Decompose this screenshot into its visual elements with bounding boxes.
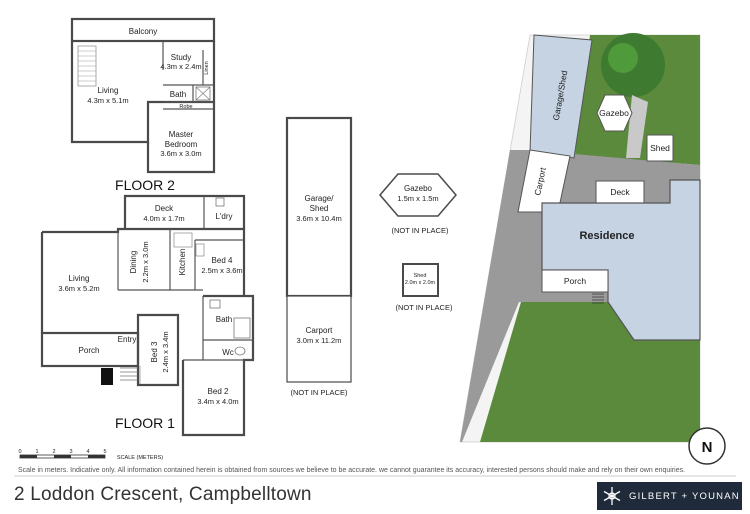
floor1-porch-label: Porch [79,346,100,355]
outbuilding-garage: Garage/ Shed 3.6m x 10.4m Carport 3.0m x… [285,116,353,397]
agency-logo: GILBERT + YOUNAN [597,482,742,510]
site-garage-shed [529,34,593,159]
site-residence-label: Residence [579,230,634,242]
floor2-master-outline [146,102,216,174]
floor2-linen-label: Linen [204,61,210,74]
site-plan: Garage/Shed Gazebo Shed Carport Deck Res… [459,33,701,443]
floor1-bed4-label: Bed 4 [212,256,233,265]
site-porch [541,269,609,293]
gazebo-note: (NOT IN PLACE) [392,226,449,235]
outbuilding-gazebo-shed: Gazebo 1.5m x 1.5m (NOT IN PLACE) Shed 2… [379,173,457,312]
disclaimer-text: Scale in meters. Indicative only. All in… [18,467,686,474]
floor1-bed2-dim: 3.4m x 4.0m [197,397,238,406]
floor2-stair-treads [78,50,96,82]
floor1-bed3 [136,313,180,387]
floor1-deck-label: Deck [155,204,174,213]
scale-tick-0: 0 [18,449,21,455]
carport-dim: 3.0m x 11.2m [297,336,342,345]
floor1-title: FLOOR 1 [115,415,175,431]
floor1-bed4-dim: 2.5m x 3.6m [201,266,242,275]
floor1-living-label: Living [69,274,90,283]
scale-tick-2: 2 [52,449,55,455]
floor2-outline [70,41,216,144]
scale-label: SCALE (METERS) [117,455,163,461]
floor1-living-dim: 3.6m x 5.2m [58,284,99,293]
floor2-master-label: Master [169,130,194,139]
gazebo-label: Gazebo [404,184,433,193]
floor1-stair-treads [120,367,138,381]
site-shed [646,134,674,162]
floor1-kitchen-label: Kitchen [178,249,187,276]
carport-note: (NOT IN PLACE) [291,388,348,397]
scale-tick-5: 5 [103,449,106,455]
floor1-entry-label: Entry [118,335,137,344]
floor2-robe-label: Robe [179,104,192,110]
property-address: 2 Loddon Crescent, Campbelltown [14,484,312,505]
floor1-plan: Deck 4.0m x 1.7m L'dry Living 3.6m x 5.2… [40,194,255,437]
floor1-deck-dim: 4.0m x 1.7m [143,214,184,223]
site-porch-label: Porch [564,276,586,286]
shed-outline [402,263,439,297]
floor2-shower [195,86,211,101]
scale-bar: 0 1 2 3 4 5 SCALE (METERS) [18,449,163,461]
carport-outline [286,295,352,383]
gazebo-dim: 1.5m x 1.5m [397,194,438,203]
floor2-master-label2: Bedroom [165,140,198,149]
garage-dim: 3.6m x 10.4m [296,214,341,223]
gazebo-outline [379,173,457,217]
site-deck-label: Deck [610,187,630,197]
shed-note: (NOT IN PLACE) [396,303,453,312]
floor2-living-label: Living [98,86,119,95]
floor2-balcony-label: Balcony [129,27,157,36]
floor2-balcony [70,17,216,43]
north-compass-icon: N [688,427,726,465]
floor2-bath-label: Bath [170,90,186,99]
floor1-deck [123,194,246,229]
floor1-bed3-label: Bed 3 [150,341,159,362]
floor1-step [101,368,113,385]
site-shed-label: Shed [650,143,670,153]
floor1-bath-label: Bath [216,315,232,324]
floor1-dining-dim: 2.2m x 3.0m [141,241,150,282]
carport-label: Carport [306,326,333,335]
shed-dim: 2.0m x 2.0m [405,280,436,286]
floor2-master-dim: 3.6m x 3.0m [160,149,201,158]
garage-label2: Shed [310,204,329,213]
scale-tick-3: 3 [69,449,72,455]
floor1-toilet [234,346,246,356]
compass-mark: N [702,439,713,456]
floor1-laundry-label: L'dry [215,212,232,221]
floor2-title: FLOOR 2 [115,177,175,193]
scale-tick-4: 4 [86,449,89,455]
floor1-wc-label: Wc [222,348,234,357]
floor2-plan: Balcony Living 4.3m x 5.1m Study 4.3m x … [70,17,216,193]
scale-tick-1: 1 [35,449,38,455]
garage-label: Garage/ [305,194,335,203]
floor2-study-dim: 4.3m x 2.4m [160,62,201,71]
floor1-bed3-dim: 2.4m x 3.4m [161,331,170,372]
floor1-dining-label: Dining [129,251,138,274]
floor2-living-dim: 4.3m x 5.1m [87,96,128,105]
site-gazebo-label: Gazebo [599,108,629,118]
shed-label: Shed [414,273,427,279]
floor2-study-label: Study [171,53,191,62]
site-gazebo [596,94,633,132]
floor1-bathtub [233,317,251,339]
floor1-bed2-label: Bed 2 [208,387,229,396]
snowflake-icon [603,487,621,505]
site-tree-highlight [608,43,638,73]
agency-name: GILBERT + YOUNAN [629,490,740,502]
site-porch-steps [592,293,604,304]
floor1-outline [42,227,246,296]
